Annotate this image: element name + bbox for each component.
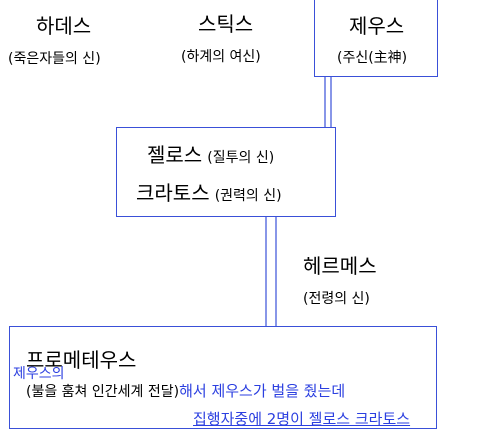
kratos-desc: (권력의 신) — [214, 188, 282, 204]
zelos-name: 젤로스 — [147, 143, 203, 167]
prometheus-note-suffix: 해서 제우스가 벌을 줬는데 — [179, 382, 346, 400]
kratos-entry: 크라토스 (권력의 신) — [136, 177, 282, 206]
hermes-desc: (전령의 신) — [303, 291, 370, 307]
zelos-entry: 젤로스 (질투의 신) — [147, 139, 274, 168]
styx-name: 스틱스 — [198, 12, 254, 36]
prometheus-desc-line: (불을 훔쳐 인간세계 전달)해서 제우스가 벌을 줬는데 — [26, 380, 345, 401]
zeus-box — [314, 0, 438, 77]
prometheus-name: 프로메테우스 — [26, 348, 137, 372]
hades-desc: (죽은자들의 신) — [8, 51, 101, 67]
zeus-desc: (주신(主神) — [337, 50, 408, 66]
hermes-name: 헤르메스 — [303, 254, 377, 278]
zelos-desc: (질투의 신) — [207, 150, 275, 166]
zelos-kratos-box — [116, 127, 336, 217]
hades-name: 하데스 — [36, 14, 92, 38]
prometheus-note-prefix: 제우스의 — [13, 366, 65, 382]
zeus-name: 제우스 — [349, 14, 405, 38]
styx-desc: (하계의 여신) — [181, 49, 261, 65]
prometheus-note-bottom: 집행자중에 2명이 젤로스 크라토스 — [193, 410, 411, 428]
kratos-name: 크라토스 — [136, 181, 210, 205]
prometheus-box — [9, 326, 437, 429]
prometheus-desc: (불을 훔쳐 인간세계 전달) — [26, 384, 180, 400]
